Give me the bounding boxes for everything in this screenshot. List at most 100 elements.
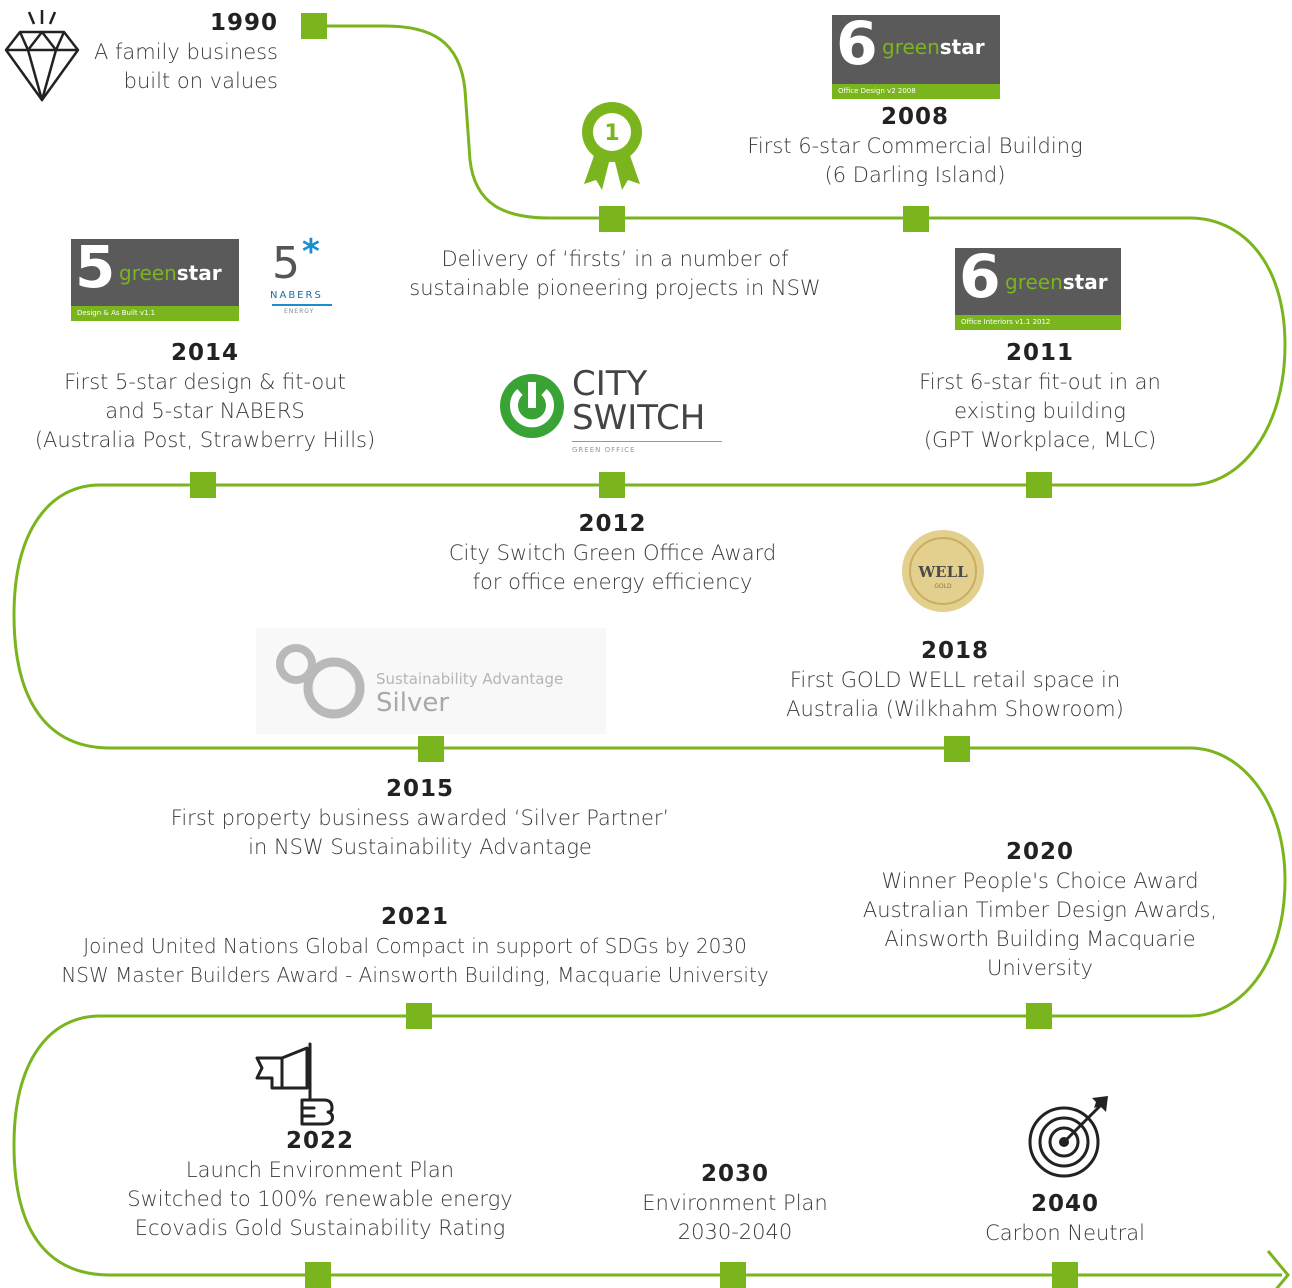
greenstar-rating: 6	[836, 15, 878, 79]
milestone-text: Switched to 100% renewable energy	[127, 1187, 513, 1211]
milestone-year: 2030	[700, 1161, 769, 1187]
cityswitch-line1: CITY	[572, 364, 648, 404]
sustainability-rings-icon	[276, 644, 365, 719]
milestone-year: 2021	[380, 904, 449, 930]
milestone-2040: 2040 Carbon Neutral	[960, 1190, 1170, 1248]
milestone-text: (Australia Post, Strawberry Hills)	[34, 428, 376, 452]
milestone-year: 2014	[170, 340, 239, 366]
milestone-text: Launch Environment Plan	[185, 1158, 455, 1182]
timeline-marker-2022	[305, 1262, 331, 1288]
milestone-2022: 2022 Launch Environment Plan Switched to…	[110, 1127, 530, 1243]
well-gold-seal: WELL GOLD	[902, 530, 984, 612]
milestone-2015: 2015 First property business awarded ‘Si…	[120, 775, 720, 862]
power-icon	[500, 374, 564, 438]
milestone-text: existing building	[954, 399, 1126, 423]
cityswitch-logo: CITY SWITCH GREEN OFFICE	[498, 364, 728, 458]
milestone-1990: 1990 A family business built on values	[60, 9, 278, 96]
sustainability-advantage-logo: Sustainability Advantage Silver	[256, 628, 606, 734]
diamond-icon	[4, 10, 80, 102]
greenstar-2008-logo: 6 greenstar Office Design v2 2008	[832, 15, 1000, 99]
timeline-marker-2030	[720, 1262, 746, 1288]
sustainability-line1: Sustainability Advantage	[376, 670, 564, 688]
milestone-text: in NSW Sustainability Advantage	[248, 835, 592, 859]
timeline-marker-2021	[406, 1003, 432, 1029]
milestone-2021: 2021 Joined United Nations Global Compac…	[20, 903, 810, 990]
milestone-text: Carbon Neutral	[985, 1221, 1145, 1245]
arrow-head-icon	[1266, 1250, 1290, 1288]
nabers-sub: ENERGY	[284, 308, 315, 315]
cityswitch-sub: GREEN OFFICE	[572, 446, 636, 454]
milestone-2030: 2030 Environment Plan 2030-2040	[620, 1160, 850, 1247]
milestone-text: First 5-star design & fit-out	[64, 370, 346, 394]
sustainability-line2: Silver	[376, 688, 450, 718]
greenstar-star: star	[176, 261, 222, 285]
target-arrow-icon	[1028, 1096, 1108, 1178]
timeline-marker-2014	[190, 472, 216, 498]
milestone-year: 2008	[880, 104, 949, 130]
milestone-text: Winner People's Choice Award	[881, 869, 1199, 893]
milestone-text: and 5-star NABERS	[105, 399, 305, 423]
milestone-text: City Switch Green Office Award	[448, 541, 777, 565]
greenstar-tool-label: Design & As Built v1.1	[71, 306, 239, 321]
milestone-text: 2030-2040	[677, 1220, 793, 1244]
milestone-text: Ecovadis Gold Sustainability Rating	[134, 1216, 506, 1240]
milestone-text: First GOLD WELL retail space in	[789, 668, 1121, 692]
milestone-text: Delivery of ‘firsts’ in a number of	[441, 247, 789, 271]
greenstar-tool-label: Office Design v2 2008	[832, 84, 1000, 99]
milestone-text: for office energy efficiency	[472, 570, 753, 594]
greenstar-green: green	[119, 261, 177, 285]
well-sub: GOLD	[934, 583, 952, 590]
milestone-text: (GPT Workplace, MLC)	[923, 428, 1157, 452]
greenstar-star: star	[1062, 270, 1108, 294]
timeline-marker-2018	[944, 736, 970, 762]
greenstar-wordmark: greenstar	[1005, 270, 1108, 294]
milestone-text: (6 Darling Island)	[824, 163, 1006, 187]
timeline-marker-1990	[301, 13, 327, 39]
milestone-text: Environment Plan	[642, 1191, 828, 1215]
milestone-firsts: Delivery of ‘firsts’ in a number of sust…	[380, 245, 850, 303]
milestone-year: 2011	[1005, 340, 1074, 366]
nabers-rule	[272, 304, 332, 306]
timeline-marker-firsts	[599, 206, 625, 232]
milestone-year: 2012	[578, 511, 647, 537]
milestone-text: sustainable pioneering projects in NSW	[409, 276, 821, 300]
greenstar-2014-logo: 5 greenstar Design & As Built v1.1	[71, 239, 239, 321]
well-name: WELL	[917, 563, 968, 581]
greenstar-wordmark: greenstar	[119, 261, 222, 285]
milestone-text: built on values	[123, 69, 278, 93]
milestone-text: Ainsworth Building Macquarie	[884, 927, 1196, 951]
timeline-marker-2015	[418, 736, 444, 762]
milestone-year: 2040	[1030, 1191, 1099, 1217]
timeline-marker-2012	[599, 472, 625, 498]
greenstar-star: star	[939, 35, 985, 59]
milestone-year: 2015	[385, 776, 454, 802]
milestone-year: 1990	[209, 10, 278, 36]
timeline-marker-2040	[1052, 1262, 1078, 1288]
award-number: 1	[604, 121, 619, 146]
milestone-text: A family business	[93, 40, 278, 64]
milestone-2018: 2018 First GOLD WELL retail space in Aus…	[760, 637, 1150, 724]
cityswitch-rule	[572, 441, 722, 442]
milestone-text: First property business awarded ‘Silver …	[170, 806, 670, 830]
milestone-text: Australia (Wilkhahm Showroom)	[786, 697, 1124, 721]
greenstar-rating: 5	[75, 239, 116, 301]
milestone-2008: 2008 First 6-star Commercial Building (6…	[720, 103, 1110, 190]
greenstar-green: green	[882, 35, 940, 59]
award-ribbon-icon: 1	[582, 102, 642, 190]
milestone-2012: 2012 City Switch Green Office Award for …	[400, 510, 825, 597]
milestone-text: Joined United Nations Global Compact in …	[83, 934, 747, 958]
milestone-text: University	[987, 956, 1093, 980]
greenstar-green: green	[1005, 270, 1063, 294]
timeline-marker-2008	[903, 206, 929, 232]
timeline-marker-2011	[1026, 472, 1052, 498]
milestone-text: First 6-star fit-out in an	[919, 370, 1161, 394]
greenstar-2011-logo: 6 greenstar Office Interiors v1.1 2012	[955, 248, 1121, 330]
milestone-2014: 2014 First 5-star design & fit-out and 5…	[20, 339, 390, 455]
milestone-year: 2020	[1005, 839, 1074, 865]
greenstar-rating: 6	[959, 248, 1001, 312]
milestone-text: NSW Master Builders Award - Ainsworth Bu…	[61, 963, 769, 987]
timeline-curve	[12, 24, 1287, 1277]
handshake-flag-icon	[255, 1042, 334, 1126]
greenstar-wordmark: greenstar	[882, 35, 985, 59]
